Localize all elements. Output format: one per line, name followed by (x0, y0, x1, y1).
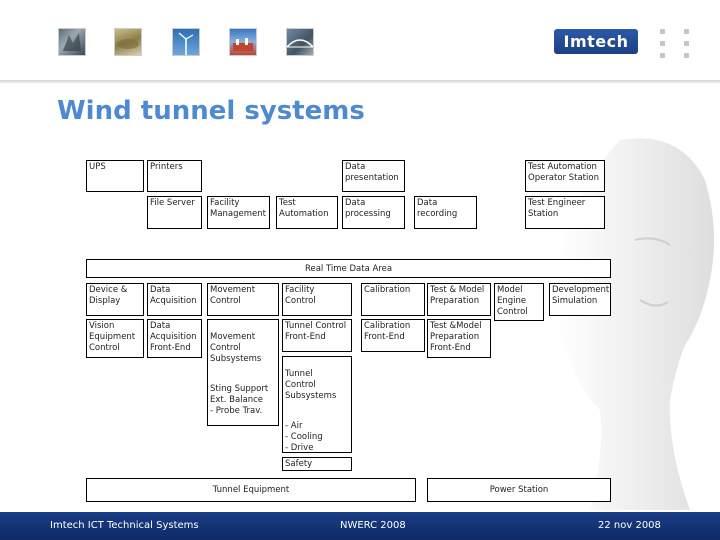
tunnel-control-items: - Air - Cooling - Drive - Auxiliary (285, 421, 323, 453)
power-station-box: Power Station (427, 478, 611, 502)
footer-date: 22 nov 2008 (598, 520, 661, 531)
ups-box: UPS (86, 160, 144, 192)
header-photo-2 (114, 28, 142, 56)
footer-bar: Imtech ICT Technical Systems NWERC 2008 … (0, 512, 720, 540)
tunnel-equipment-box: Tunnel Equipment (86, 478, 416, 502)
facility-control-box: Facility Control (282, 283, 352, 316)
facility-management-box: Facility Management (207, 196, 270, 229)
safety-box: Safety (282, 457, 352, 471)
header-divider (0, 80, 720, 83)
development-simulation-box: Development Simulation (549, 283, 611, 316)
test-automation-box: Test Automation (276, 196, 338, 229)
movement-control-items: Sting Support Ext. Balance - Probe Trav. (210, 384, 269, 416)
logo-dot (660, 53, 665, 58)
imtech-logo: Imtech (554, 29, 638, 54)
header-photo-3 (172, 28, 200, 56)
footer-event: NWERC 2008 (340, 520, 406, 531)
header-photo-5 (286, 28, 314, 56)
tunnel-control-subsystems-box: Tunnel Control Subsystems - Air - Coolin… (282, 356, 352, 453)
test-model-preparation-box: Test & Model Preparation (427, 283, 491, 316)
logo-dot (684, 29, 689, 34)
movement-control-box: Movement Control (207, 283, 279, 316)
header-photo-1 (58, 28, 86, 56)
vision-equipment-control-box: Vision Equipment Control (86, 319, 144, 358)
data-processing-box: Data processing (342, 196, 405, 229)
page-title: Wind tunnel systems (57, 96, 365, 126)
test-automation-operator-station-box: Test Automation Operator Station (525, 160, 605, 192)
calibration-front-end-box: Calibration Front-End (361, 319, 425, 352)
movement-control-subsystems-box: Movement Control Subsystems Sting Suppor… (207, 319, 279, 426)
logo-dot (684, 41, 689, 46)
file-server-box: File Server (147, 196, 202, 229)
statue-background-image (556, 138, 714, 510)
tunnel-control-front-end-box: Tunnel Control Front-End (282, 319, 352, 352)
device-display-box: Device & Display (86, 283, 144, 316)
data-presentation-box: Data presentation (342, 160, 405, 192)
data-acquisition-front-end-box: Data Acquisition Front-End (147, 319, 202, 358)
data-acquisition-box: Data Acquisition (147, 283, 202, 316)
data-recording-box: Data recording (414, 196, 477, 229)
header-photo-4 (229, 28, 257, 56)
printers-box: Printers (147, 160, 202, 192)
logo-dot (660, 29, 665, 34)
logo-dot (684, 53, 689, 58)
real-time-data-area-box: Real Time Data Area (86, 259, 611, 278)
calibration-box: Calibration (361, 283, 425, 316)
test-engineer-station-box: Test Engineer Station (525, 196, 605, 229)
logo-dot (660, 41, 665, 46)
footer-company: Imtech ICT Technical Systems (50, 520, 199, 531)
test-model-preparation-front-end-box: Test &Model Preparation Front-End (427, 319, 491, 358)
model-engine-control-box: Model Engine Control (494, 283, 544, 321)
movement-control-subsystems-label: Movement Control Subsystems (210, 332, 262, 364)
tunnel-control-subsystems-label: Tunnel Control Subsystems (285, 369, 337, 401)
